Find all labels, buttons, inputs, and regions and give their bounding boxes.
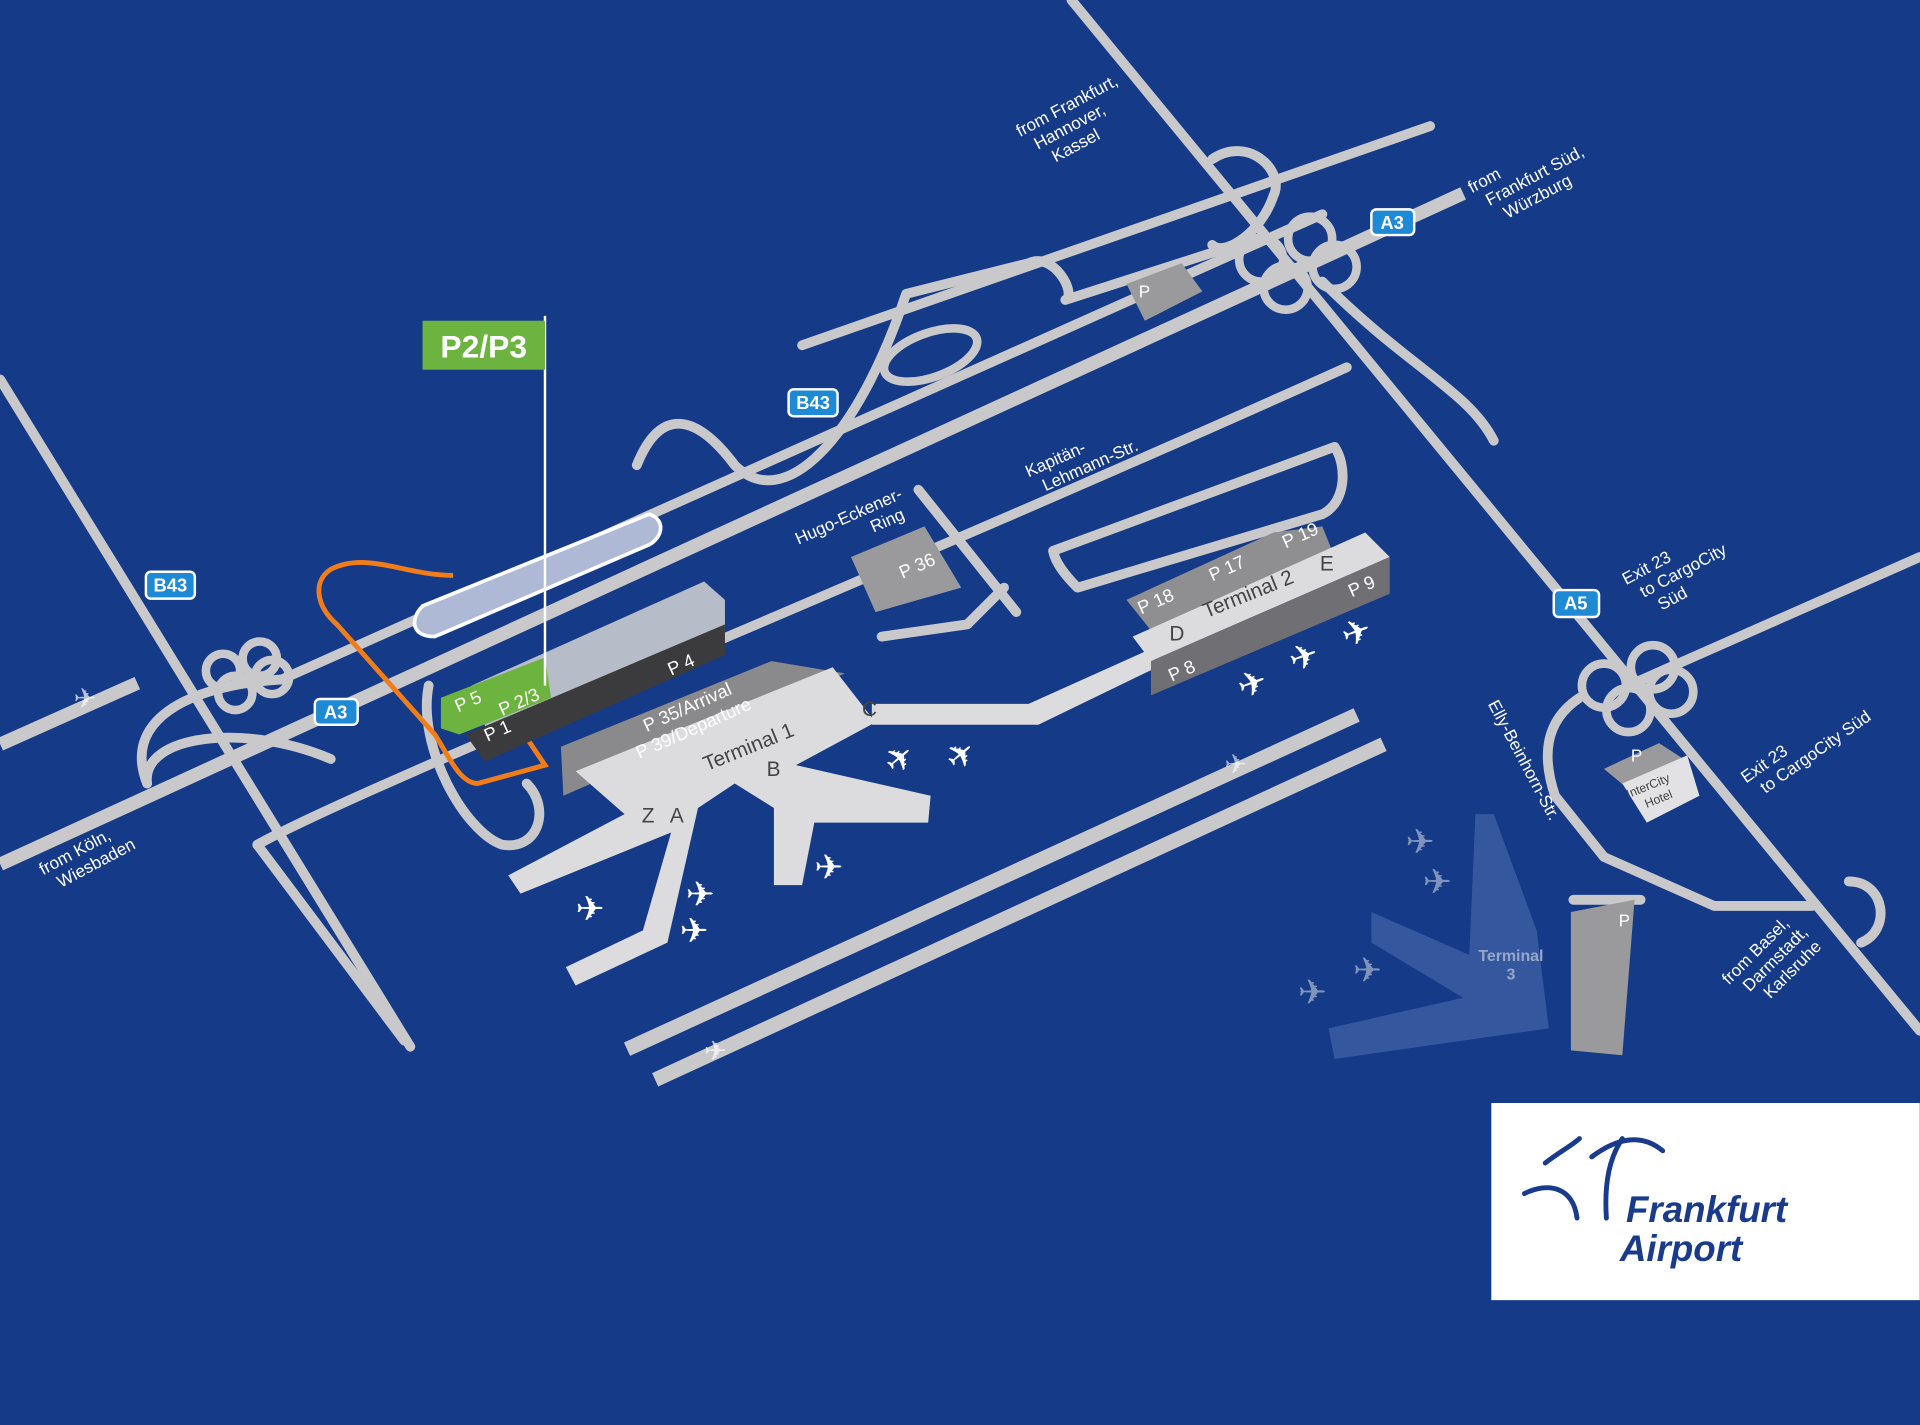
concourse-d: D <box>1169 622 1184 645</box>
sign-a3-right: A3 <box>1370 208 1416 237</box>
logo-swoosh-icon <box>1521 1136 1666 1221</box>
p-hotel-label: P <box>1631 745 1642 765</box>
airplane-icon: ✈ <box>1353 952 1382 990</box>
p-t3-label: P <box>1619 911 1630 931</box>
route-to-p2p3 <box>316 560 549 786</box>
parking-p-t3: P <box>1570 899 1635 1056</box>
svg-text:B43: B43 <box>796 392 830 413</box>
sign-a3-left: A3 <box>313 697 359 726</box>
sign-b43-mid: B43 <box>787 388 839 418</box>
callout-label: P2/P3 <box>440 328 527 364</box>
svg-text:A5: A5 <box>1564 593 1587 614</box>
logo-text-frankfurt: Frankfurt <box>1626 1189 1789 1230</box>
concourse-a: A <box>670 805 684 828</box>
train-station <box>412 512 663 639</box>
airplane-icon: ✈ <box>704 1036 727 1066</box>
airplane-icon: ✈ <box>686 876 715 914</box>
interchanges <box>201 212 1698 737</box>
airplane-icon: ✈ <box>1298 974 1327 1012</box>
concourse-c: C <box>862 698 877 721</box>
terminal-3: Terminal 3 <box>1328 814 1549 1059</box>
airplane-icon: ✈ <box>1423 864 1452 902</box>
airplane-icon: ✈ <box>680 913 709 951</box>
parking-p36: P 36 <box>851 526 962 613</box>
svg-text:A3: A3 <box>1380 212 1403 233</box>
logo-text-airport: Airport <box>1619 1228 1744 1269</box>
callout-box <box>422 320 545 370</box>
terminal-3-label-line2: 3 <box>1506 966 1515 983</box>
parking-structure-p4: P2/P3 P 5 P 2/3 P 1 P 4 <box>422 315 725 762</box>
airplane-icon: ✈ <box>814 849 843 887</box>
terminal-3-label-line1: Terminal <box>1478 948 1543 965</box>
sign-b43-left: B43 <box>144 570 197 600</box>
frankfurt-airport-logo: Frankfurt Airport <box>1491 1103 1920 1301</box>
intercity-hotel: P InterCity Hotel <box>1603 743 1700 823</box>
parking-p-north: P <box>1126 263 1203 321</box>
p-north-label: P <box>1139 281 1150 301</box>
concourse-e: E <box>1320 552 1334 575</box>
airplane-icon: ✈ <box>576 891 605 929</box>
svg-text:A3: A3 <box>324 702 347 723</box>
runways <box>623 708 1387 1087</box>
sign-a5: A5 <box>1552 588 1601 619</box>
airplane-icon: ✈ <box>1224 750 1247 780</box>
airplane-icon: ✈ <box>74 684 97 714</box>
terminal-connector <box>871 648 1158 725</box>
concourse-b: B <box>767 758 781 781</box>
svg-text:B43: B43 <box>154 574 188 595</box>
airplane-icon: ✈ <box>1406 823 1435 861</box>
terminal-2: P 18 P 17 P 19 Terminal 2 D E P 8 P 9 <box>1126 518 1390 696</box>
concourse-z: Z <box>642 805 655 828</box>
